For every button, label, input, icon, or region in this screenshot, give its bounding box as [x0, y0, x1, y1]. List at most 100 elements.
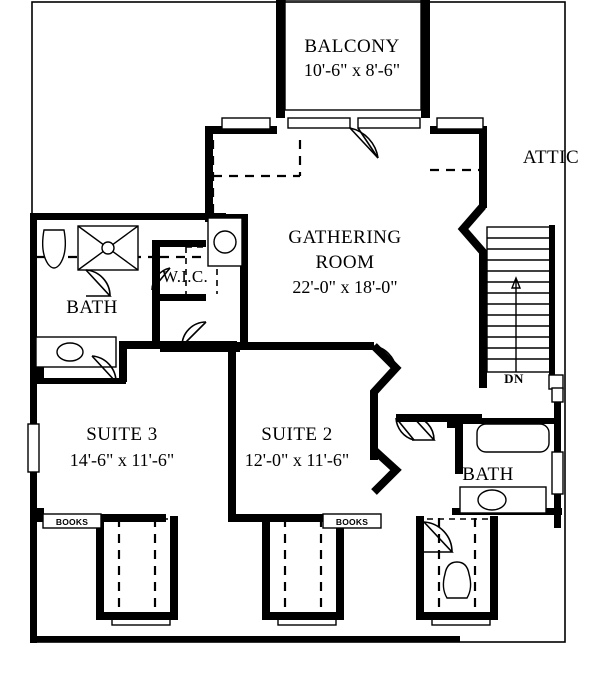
dormer1-left-wall	[96, 516, 104, 620]
wall-wic-left	[152, 240, 160, 346]
door-hall-arc	[181, 321, 207, 347]
books-right-box	[322, 513, 382, 529]
bath-left-door2-swing	[91, 355, 117, 383]
wall-suite3-bottom-return	[36, 508, 44, 522]
toilet-bath-right-icon	[442, 561, 472, 599]
bath-right-fixtures	[411, 415, 550, 514]
door-balcony-arc	[349, 127, 379, 159]
stair-direction-arrow	[510, 276, 522, 289]
wall-gathering-bottom-left	[194, 342, 374, 350]
door-suite2-arc	[373, 345, 397, 369]
door-suite2-swing	[373, 367, 397, 393]
stair-right-wall	[549, 225, 555, 375]
books-left-label: BOOKS	[56, 517, 88, 527]
wic-label: W.I.C.	[162, 267, 208, 286]
wall-bath-divider	[447, 414, 455, 428]
bath-left-label: BATH	[66, 297, 118, 318]
wall-suite2-right-upper	[370, 412, 378, 460]
bath-right-door-arc	[411, 415, 435, 441]
wall-bathright-top	[455, 418, 560, 424]
books-builtins: BOOKS BOOKS	[42, 513, 382, 529]
books-left-box	[42, 513, 102, 529]
dormer-alcoves	[96, 516, 498, 620]
balcony-label: BALCONY	[304, 36, 399, 57]
shower-drain	[101, 241, 115, 255]
bath-left-fixtures	[35, 225, 139, 383]
utility-fixture	[207, 217, 243, 267]
balcony-dimensions: 10'-6" x 8'-6"	[304, 60, 400, 80]
vanity-bath-right-icon	[459, 486, 547, 514]
wall-gathering-top-right	[430, 126, 487, 134]
balcony-floor-outline	[284, 0, 422, 111]
window-gathering-right	[436, 117, 484, 130]
door-hall-swing	[181, 321, 207, 347]
door-hall2-swing	[395, 417, 415, 441]
window-bathright	[551, 451, 564, 495]
dormer2-right-wall	[336, 516, 344, 620]
books-right-label: BOOKS	[336, 517, 368, 527]
room-labels: BALCONY 10'-6" x 8'-6" GATHERING ROOM 22…	[66, 36, 579, 485]
wall-bathleft-bottom-right	[119, 341, 237, 349]
interior-doors	[151, 267, 415, 441]
door-hall2-arc	[395, 417, 415, 441]
gathering-room-label: GATHERING	[288, 227, 401, 248]
door-wic-arc	[151, 267, 171, 291]
structure-walls	[30, 126, 562, 643]
toilet-bath-left-icon	[41, 229, 67, 269]
wall-bathleft-left-return	[36, 360, 44, 380]
wall-gathering-top-left	[205, 126, 277, 134]
wall-hall-bath	[396, 414, 482, 422]
window-gathering-left	[221, 117, 271, 130]
bathtub-bath-right-icon	[476, 423, 550, 453]
wall-gathering-left-lower	[240, 214, 248, 342]
bath-right-label: BATH	[462, 464, 514, 485]
water-heater-icon	[213, 230, 237, 254]
sink-bath-left	[56, 342, 84, 362]
balcony-wall-right	[421, 0, 430, 118]
dormer3-left-wall	[416, 516, 424, 620]
wall-gathering-right-jog	[457, 203, 487, 265]
balcony-room	[276, 0, 430, 118]
door-wic-swing	[151, 267, 171, 291]
staircase: DN	[486, 225, 564, 390]
bath-left-door-arc	[85, 269, 111, 297]
wall-hall-left	[119, 346, 127, 382]
window-bathright-upper	[551, 387, 564, 403]
suite-2-dimensions: 12'-0" x 11'-6"	[245, 450, 350, 470]
door-balcony-leaf-left[interactable]	[287, 117, 351, 129]
suite-2-label: SUITE 2	[261, 424, 333, 445]
wall-suite2-bottom	[236, 514, 372, 522]
bath-left-door2-arc	[91, 355, 117, 383]
dormer1-bottom-wall	[96, 612, 178, 620]
stair-dn-label: DN	[504, 371, 524, 386]
balcony-wall-left	[276, 0, 285, 118]
dormer2-bottom-wall	[262, 612, 344, 620]
attic-label: ATTIC	[523, 147, 579, 168]
wall-bathright-left	[455, 418, 463, 474]
suite-3-label: SUITE 3	[86, 424, 158, 445]
wall-bathleft-top	[36, 213, 226, 220]
wall-exterior-bottom	[30, 636, 460, 642]
dormer3-bottom-wall	[416, 612, 498, 620]
wall-suite2-right-jog2	[371, 447, 402, 495]
dormer3-door-arc	[423, 521, 453, 553]
wall-gathering-right-upper	[479, 126, 487, 208]
gathering-room-dimensions: 22'-0" x 18'-0"	[292, 277, 397, 297]
gathering-room-label-line2: ROOM	[315, 252, 374, 273]
window-suite3-left	[27, 423, 40, 473]
wall-wic-bottom	[152, 294, 206, 301]
wall-suite-divider	[228, 350, 236, 522]
stair-newel	[548, 374, 564, 390]
wall-bathleft-bottom-left	[36, 378, 126, 384]
sink-bath-right	[477, 489, 507, 511]
wall-wic-top	[152, 240, 206, 247]
suite-3-dimensions: 14'-6" x 11'-6"	[70, 450, 175, 470]
door-balcony-swing-left	[349, 127, 379, 159]
door-balcony-leaf-right[interactable]	[357, 117, 421, 129]
dormer1-right-wall	[170, 516, 178, 620]
dormer3-right-wall	[490, 516, 498, 620]
wall-hall-top	[160, 346, 240, 352]
wall-gathering-left-upper	[205, 126, 213, 222]
